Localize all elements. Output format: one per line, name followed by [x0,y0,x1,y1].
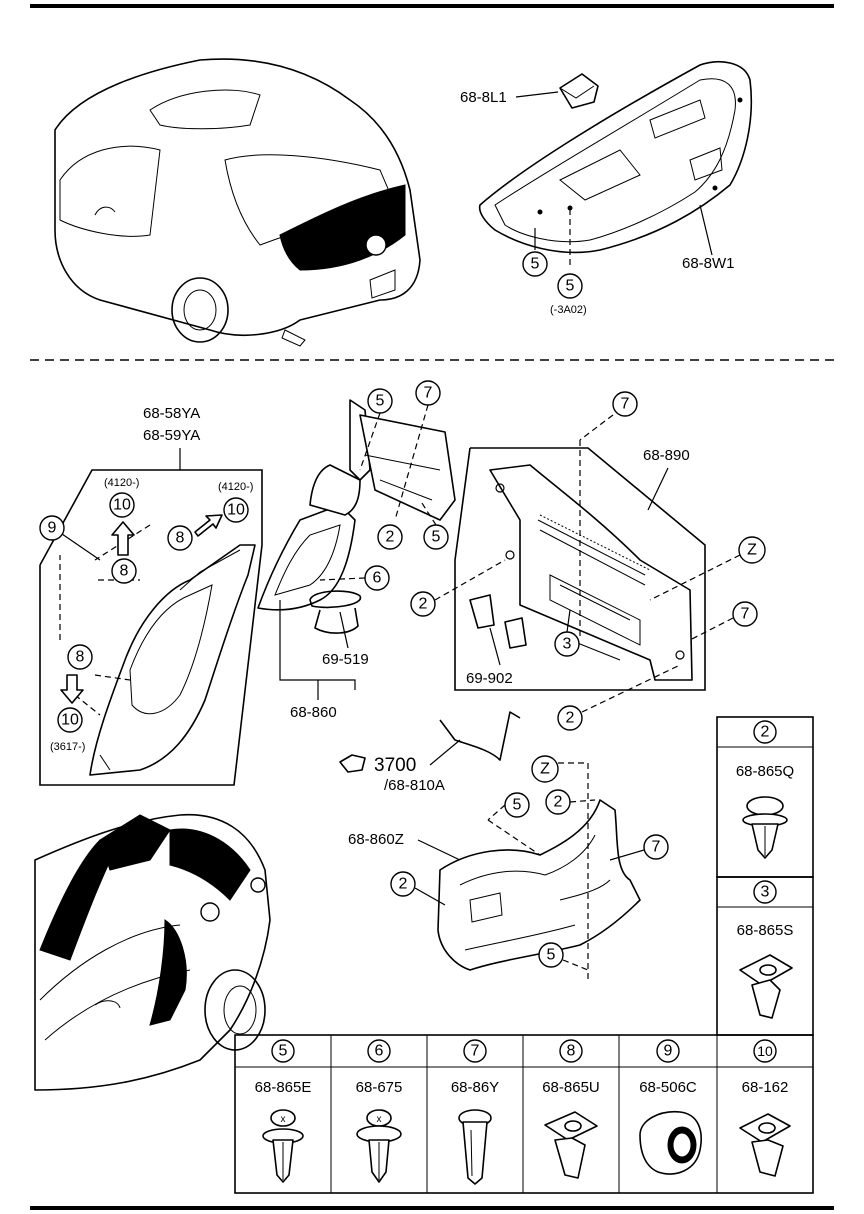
svg-text:x: x [281,1114,286,1125]
fastener-ref-5: 5 [279,1043,288,1060]
fastener-ref-3: 3 [761,884,770,901]
fastener-part-68-162: 68-162 [742,1079,789,1096]
svg-text:Z: Z [747,542,757,559]
fastener-part-68-675: 68-675 [356,1079,403,1096]
cap-68-506c-icon [639,1110,702,1175]
svg-text:5: 5 [432,529,441,546]
car-rear-view [54,58,421,347]
svg-text:8: 8 [120,563,129,580]
push-rivet-68-675-icon: x [356,1109,402,1183]
fastener-part-68-865e: 68-865E [255,1079,312,1096]
callout-68-58ya: 68-58YA [143,405,200,422]
fastener-ref-6: 6 [375,1043,384,1060]
svg-text:10: 10 [61,712,79,729]
fastener-part-68-865q: 68-865Q [736,763,794,780]
end-trim-68-890 [489,464,693,681]
svg-text:7: 7 [741,606,750,623]
callout-68-860z: 68-860Z [348,831,404,848]
up-arrow-icon [111,521,135,556]
callout-69-519: 69-519 [322,651,369,668]
clip-68-865q-icon [742,796,788,859]
callout-68-8l1: 68-8L1 [460,89,507,106]
quarter-trim-68-860z [437,799,641,971]
callout-3a02: (-3A02) [550,304,587,316]
callout-68-810a: /68-810A [384,777,445,794]
quarter-trim-upper [89,544,256,776]
diagonal-arrow-icon [194,514,223,537]
clip-68-865u-icon [544,1111,598,1179]
cap-68-8l1 [559,73,599,109]
strap-69-519 [309,590,362,634]
fastener-part-68-506c: 68-506C [639,1079,697,1096]
callout-69-902: 69-902 [466,670,513,687]
svg-text:8: 8 [176,530,185,547]
callout-68-890: 68-890 [643,447,690,464]
svg-text:x: x [377,1114,382,1125]
svg-text:5: 5 [376,393,385,410]
callout-3700: 3700 [374,755,416,776]
clip-68-865s-icon [739,954,793,1019]
fastener-ref-9: 9 [664,1043,673,1060]
svg-text:2: 2 [386,529,395,546]
svg-text:2: 2 [566,710,575,727]
svg-text:3: 3 [563,636,572,653]
svg-text:7: 7 [652,839,661,856]
callout-3617: (3617-) [50,741,85,753]
frame-quarter-trim [39,469,263,786]
svg-text:8: 8 [76,649,85,666]
bracket-69-902 [469,594,527,649]
fastener-part-68-865s: 68-865S [737,922,794,939]
callout-68-59ya: 68-59YA [143,427,200,444]
clip-68-162-icon [739,1113,791,1177]
callout-68-8w1: 68-8W1 [682,255,735,272]
quarter-trim-68-860 [257,399,456,611]
liftgate-trim-panel [478,60,753,254]
svg-text:5: 5 [566,278,575,295]
svg-text:2: 2 [399,876,408,893]
fastener-ref-2: 2 [761,724,770,741]
grommet-68-86y-icon [458,1109,492,1185]
pointer-hand-icon [339,754,366,773]
svg-text:2: 2 [419,596,428,613]
svg-text:10: 10 [113,497,131,514]
svg-text:9: 9 [48,520,57,537]
svg-text:6: 6 [373,570,382,587]
fastener-ref-7: 7 [471,1043,480,1060]
fastener-part-68-865u: 68-865U [542,1079,600,1096]
push-rivet-68-865e-icon: x [262,1109,304,1183]
callout-68-860: 68-860 [290,704,337,721]
fastener-table [234,716,814,1194]
callout-4120-a: (4120-) [104,477,139,489]
fastener-ref-10: 10 [757,1043,773,1059]
svg-text:2: 2 [554,794,563,811]
fastener-part-68-86y: 68-86Y [451,1079,499,1096]
ref-5-b [557,273,583,299]
callout-4120-b: (4120-) [218,481,253,493]
svg-text:5: 5 [531,256,540,273]
svg-text:7: 7 [621,396,630,413]
fastener-ref-8: 8 [567,1043,576,1060]
car-side-view [34,813,271,1091]
ref-5-a [522,251,548,277]
svg-text:5: 5 [547,947,556,964]
down-arrow-icon [60,674,84,704]
svg-text:5: 5 [513,797,522,814]
rod-3700 [439,711,521,761]
svg-text:10: 10 [227,502,245,519]
frame-end-trim [454,447,706,691]
svg-text:Z: Z [540,761,550,778]
svg-text:7: 7 [424,385,433,402]
